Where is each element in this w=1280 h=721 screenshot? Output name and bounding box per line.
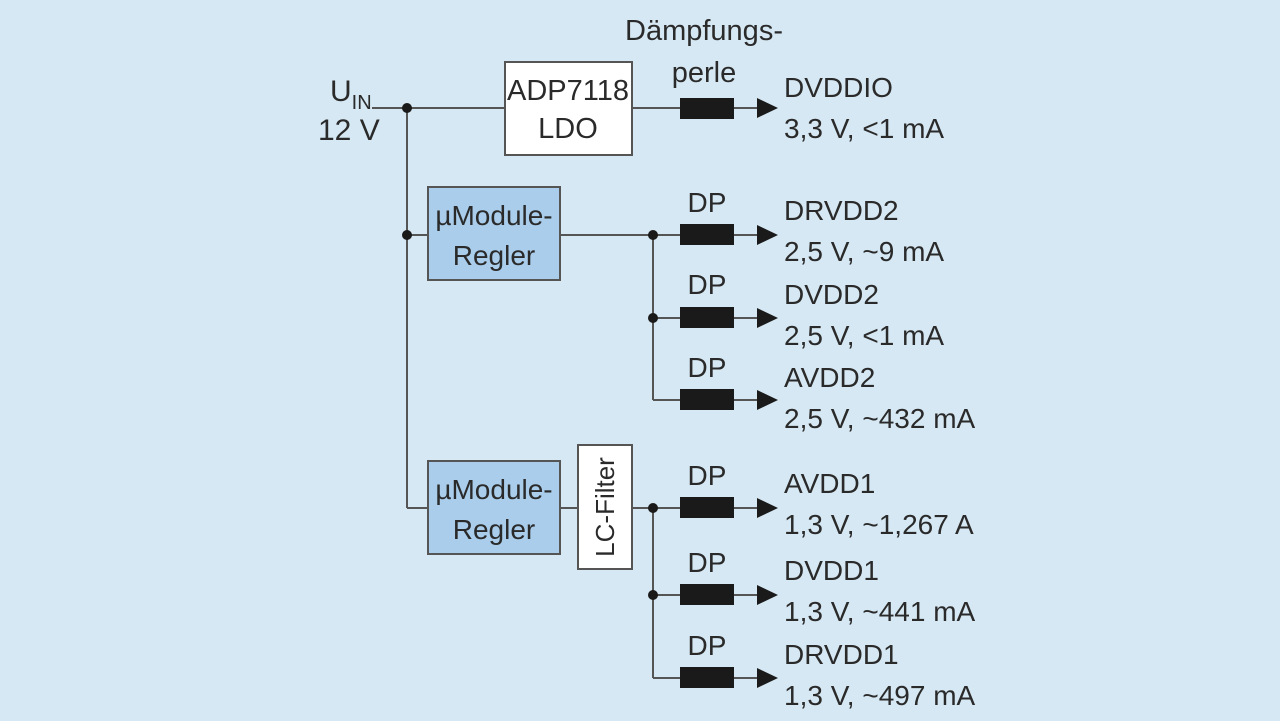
output-name: DRVDD2 — [784, 195, 899, 226]
regulator2-label-line1: µModule- — [435, 474, 552, 505]
arrow-right-icon — [757, 308, 778, 328]
ferrite-bead-icon — [680, 98, 734, 119]
ferrite-bead-icon — [680, 584, 734, 605]
junction-dot — [648, 230, 658, 240]
junction-dot — [648, 503, 658, 513]
output-spec: 1,3 V, ~497 mA — [784, 680, 976, 711]
arrow-right-icon — [757, 98, 778, 118]
arrow-right-icon — [757, 390, 778, 410]
output-name: AVDD2 — [784, 362, 875, 393]
regulator2-label-line2: Regler — [453, 514, 535, 545]
junction-dot — [648, 313, 658, 323]
output-arrows — [757, 98, 778, 688]
lc-filter-label: LC-Filter — [590, 457, 620, 557]
regulator-block-2 — [427, 460, 561, 555]
arrow-right-icon — [757, 225, 778, 245]
output-spec: 1,3 V, ~1,267 A — [784, 509, 974, 540]
input-voltage: 12 V — [318, 114, 380, 147]
output-name: DVDDIO — [784, 72, 893, 103]
arrow-right-icon — [757, 498, 778, 518]
junction-dot — [648, 590, 658, 600]
regulator1-label-line1: µModule- — [435, 200, 552, 231]
dp-labels: DP DP DP DP DP DP — [688, 187, 727, 661]
ldo-block — [504, 61, 633, 156]
lc-filter-block — [577, 444, 633, 570]
dp-label: DP — [688, 630, 727, 661]
input-label: UIN — [330, 75, 372, 114]
ferrite-bead-icon — [680, 667, 734, 688]
dp-label: DP — [688, 269, 727, 300]
dp-label: DP — [688, 352, 727, 383]
dp-label: DP — [688, 547, 727, 578]
ferrite-beads — [680, 98, 734, 688]
output-name: DVDD2 — [784, 279, 879, 310]
arrow-right-icon — [757, 668, 778, 688]
output-name: DVDD1 — [784, 555, 879, 586]
regulator1-label-line2: Regler — [453, 240, 535, 271]
ferrite-bead-icon — [680, 389, 734, 410]
junction-dots — [402, 103, 658, 600]
ldo-label-line1: ADP7118 — [507, 75, 629, 107]
junction-dot — [402, 230, 412, 240]
output-spec: 1,3 V, ~441 mA — [784, 596, 976, 627]
ferrite-bead-icon — [680, 307, 734, 328]
dp-label: DP — [688, 460, 727, 491]
regulator-block-1 — [427, 186, 561, 281]
output-name: AVDD1 — [784, 468, 875, 499]
output-name: DRVDD1 — [784, 639, 899, 670]
bead-caption-line1: Dämpfungs- — [625, 15, 783, 47]
output-spec: 2,5 V, ~9 mA — [784, 236, 944, 267]
output-spec: 3,3 V, <1 mA — [784, 113, 944, 144]
ferrite-bead-icon — [680, 224, 734, 245]
junction-dot — [402, 103, 412, 113]
output-labels: DVDDIO 3,3 V, <1 mA DRVDD2 2,5 V, ~9 mA … — [784, 72, 976, 711]
output-spec: 2,5 V, <1 mA — [784, 320, 944, 351]
ldo-label-line2: LDO — [538, 113, 598, 145]
ferrite-bead-icon — [680, 497, 734, 518]
dp-label: DP — [688, 187, 727, 218]
bead-caption-line2: perle — [672, 57, 737, 89]
output-spec: 2,5 V, ~432 mA — [784, 403, 976, 434]
arrow-right-icon — [757, 585, 778, 605]
